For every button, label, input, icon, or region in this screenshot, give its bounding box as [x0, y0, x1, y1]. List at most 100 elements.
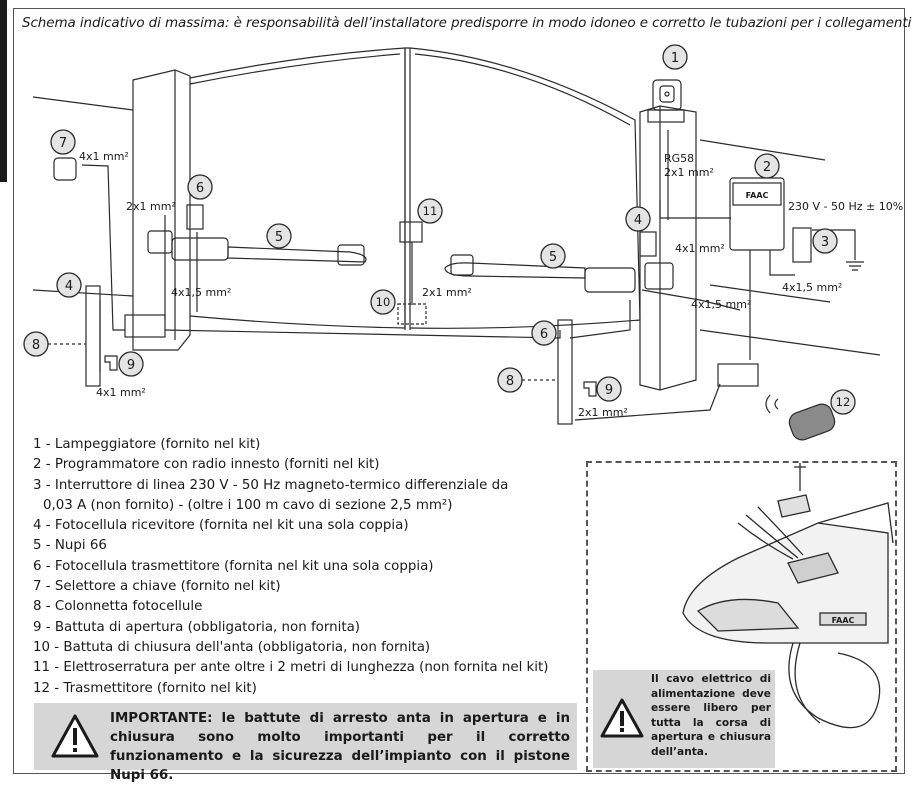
- right-gate-leaf-inner: [414, 53, 631, 126]
- cable-clamp: [777, 494, 811, 518]
- cable: [81, 164, 125, 331]
- cable-warning-text: Il cavo elettrico di alimentazione deve …: [651, 673, 771, 758]
- legend-item-2: 2 - Programmatore con radio innesto (for…: [33, 457, 380, 473]
- photocell-right: [639, 231, 657, 257]
- cable: [574, 383, 721, 421]
- callout-8-circle-left: [23, 331, 49, 357]
- cable: [769, 250, 795, 276]
- cable-label-7: 4x1 mm²: [79, 150, 129, 163]
- callout-7-circle: [50, 129, 76, 155]
- cable-label-rg58-2: 2x1 mm²: [664, 166, 714, 179]
- legend-item-4: 4 - Fotocellula ricevitore (fornita nel …: [33, 518, 409, 534]
- cable: [659, 200, 731, 219]
- actuator-plate-right: [450, 254, 474, 276]
- callout-5-circle-left: [266, 223, 292, 249]
- page-edge-bar: [0, 0, 7, 182]
- callout-4-right: 4: [634, 213, 642, 228]
- callout-7: 7: [59, 136, 67, 151]
- remote-transmitter: [788, 403, 836, 441]
- photocell-left: [186, 204, 204, 230]
- bracket-label-plate: [819, 612, 867, 626]
- lamp-led-dot: [664, 91, 670, 97]
- callout-5-right: 5: [549, 250, 557, 265]
- photocell-column-right: [557, 319, 573, 425]
- control-box-lid: [732, 182, 782, 206]
- control-box: [729, 177, 785, 251]
- actuator-bracket-left: [147, 230, 173, 254]
- bracket-detail-panel: FAAC: [586, 461, 897, 772]
- callout-12-circle: [830, 389, 856, 415]
- wall-line: [699, 329, 881, 356]
- wires: [737, 506, 804, 560]
- wall-line: [709, 284, 831, 303]
- important-warning-box: IMPORTANTE: le battute di arresto anta i…: [34, 703, 577, 783]
- callout-group: [23, 44, 856, 415]
- legend-item-1: 1 - Lampeggiatore (fornito nel kit): [33, 437, 261, 452]
- legend-item-6: 6 - Fotocellula trasmettitore (fornita n…: [33, 558, 434, 574]
- actuator-rod-left: [227, 246, 367, 263]
- cable-label-4-right: 4x1 mm²: [675, 242, 725, 255]
- callout-4-left: 4: [65, 279, 73, 294]
- actuator-rod-right: [444, 262, 586, 279]
- ground-line: [32, 289, 134, 297]
- legend-item-10: 10 - Battuta di chiusura dell'anta (obbl…: [33, 639, 431, 655]
- callout-4-circle-right: [625, 206, 651, 232]
- diagram-frame: [13, 8, 905, 774]
- cable: [569, 300, 631, 339]
- cable-label-5-left: 4x1,5 mm²: [171, 286, 231, 299]
- cable-warning-box: Il cavo elettrico di alimentazione deve …: [593, 670, 775, 768]
- callout-8-left: 8: [32, 338, 40, 353]
- bracket-detail-drawing: FAAC: [682, 463, 894, 729]
- gate-installation-drawing: 1 2 3 4 4 5 5 6 6 7 8 8 9 9 10 11 12 4x1…: [23, 44, 903, 441]
- legend-item-7: 7 - Selettore a chiave (fornito nel kit): [33, 579, 281, 595]
- bracket-plate-brand: FAAC: [832, 616, 855, 625]
- cable-label-6-left: 2x1 mm²: [126, 200, 176, 213]
- cable-label-10: 2x1 mm²: [422, 286, 472, 299]
- callout-6-circle-right: [531, 320, 557, 346]
- terminal-block: [787, 552, 839, 584]
- cable-label-rg58: RG58: [664, 152, 694, 165]
- warning-icon: [600, 698, 644, 738]
- actuator-motor-right: [584, 267, 636, 293]
- callout-1-circle: [662, 44, 688, 70]
- cable-label-3: 4x1,5 mm²: [782, 281, 842, 294]
- control-box-brand: FAAC: [746, 191, 769, 200]
- cable-label-6-right: 2x1 mm²: [578, 406, 628, 419]
- header-note: Schema indicativo di massima: è responsa…: [22, 15, 912, 31]
- cable: [164, 329, 561, 339]
- callout-5-circle-right: [540, 243, 566, 269]
- callout-2-circle: [754, 153, 780, 179]
- callout-6-left: 6: [196, 181, 204, 196]
- callout-9-circle-right: [596, 376, 622, 402]
- cable-label-5-right: 4x1,5 mm²: [691, 298, 751, 311]
- flashing-lamp-lens: [659, 85, 675, 103]
- remote-signal-waves: [765, 394, 779, 414]
- legend-item-9: 9 - Battuta di apertura (obbligatoria, n…: [33, 619, 361, 635]
- cable-label-4-left: 4x1 mm²: [96, 386, 146, 399]
- cable-label-power: 230 V - 50 Hz ± 10%: [788, 200, 903, 213]
- legend-item-11: 11 - Elettroserratura per ante oltre i 2…: [33, 660, 549, 676]
- opening-stop-left: [104, 355, 118, 371]
- legend-list: 1 - Lampeggiatore (fornito nel kit) 2 - …: [33, 435, 549, 699]
- legend-item-12: 12 - Trasmettitore (fornito nel kit): [33, 680, 257, 696]
- callout-9-right: 9: [605, 383, 613, 398]
- callout-11-circle: [417, 198, 443, 224]
- callout-6-circle-left: [187, 174, 213, 200]
- line-switch: [792, 227, 812, 263]
- key-selector: [53, 157, 77, 181]
- power-cable: [788, 642, 881, 729]
- callout-3-circle: [812, 228, 838, 254]
- callout-4-circle-left: [56, 272, 82, 298]
- callout-11: 11: [423, 204, 438, 218]
- callout-3: 3: [821, 235, 829, 250]
- opening-stop-right: [583, 381, 597, 397]
- ground-stop-right: [717, 363, 759, 387]
- callout-6-right: 6: [540, 327, 548, 342]
- important-warning-text: IMPORTANTE: le battute di arresto anta i…: [110, 711, 570, 783]
- ground-symbol: [846, 261, 864, 271]
- power-cable-outer: [794, 642, 821, 724]
- clamp-screw: [794, 463, 806, 491]
- bracket-arm: [817, 502, 894, 544]
- callout-5-left: 5: [275, 230, 283, 245]
